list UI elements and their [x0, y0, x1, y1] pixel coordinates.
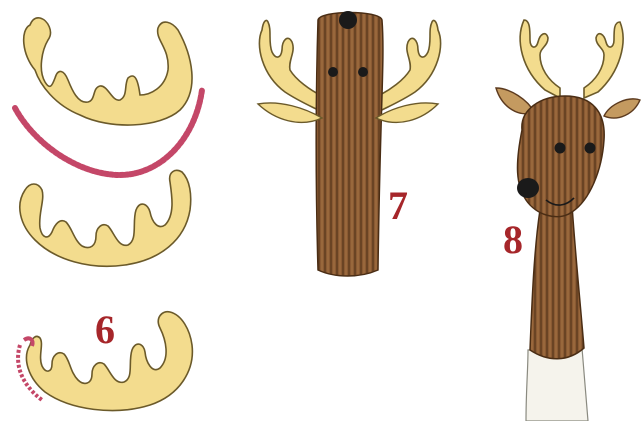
sock-puppet-step-7: [258, 11, 441, 276]
reindeer-eye-right: [585, 143, 596, 154]
sock-nose: [339, 11, 357, 29]
sock-eye-left: [328, 67, 338, 77]
step-number-7: 7: [388, 186, 408, 226]
reindeer-nose: [517, 178, 539, 198]
step-number-8: 8: [503, 220, 523, 260]
antler-piece-top: [24, 18, 192, 125]
reindeer-eye-left: [555, 143, 566, 154]
step-number-6: 6: [95, 310, 115, 350]
antler-piece-middle: [20, 170, 191, 266]
sock-eye-right: [358, 67, 368, 77]
